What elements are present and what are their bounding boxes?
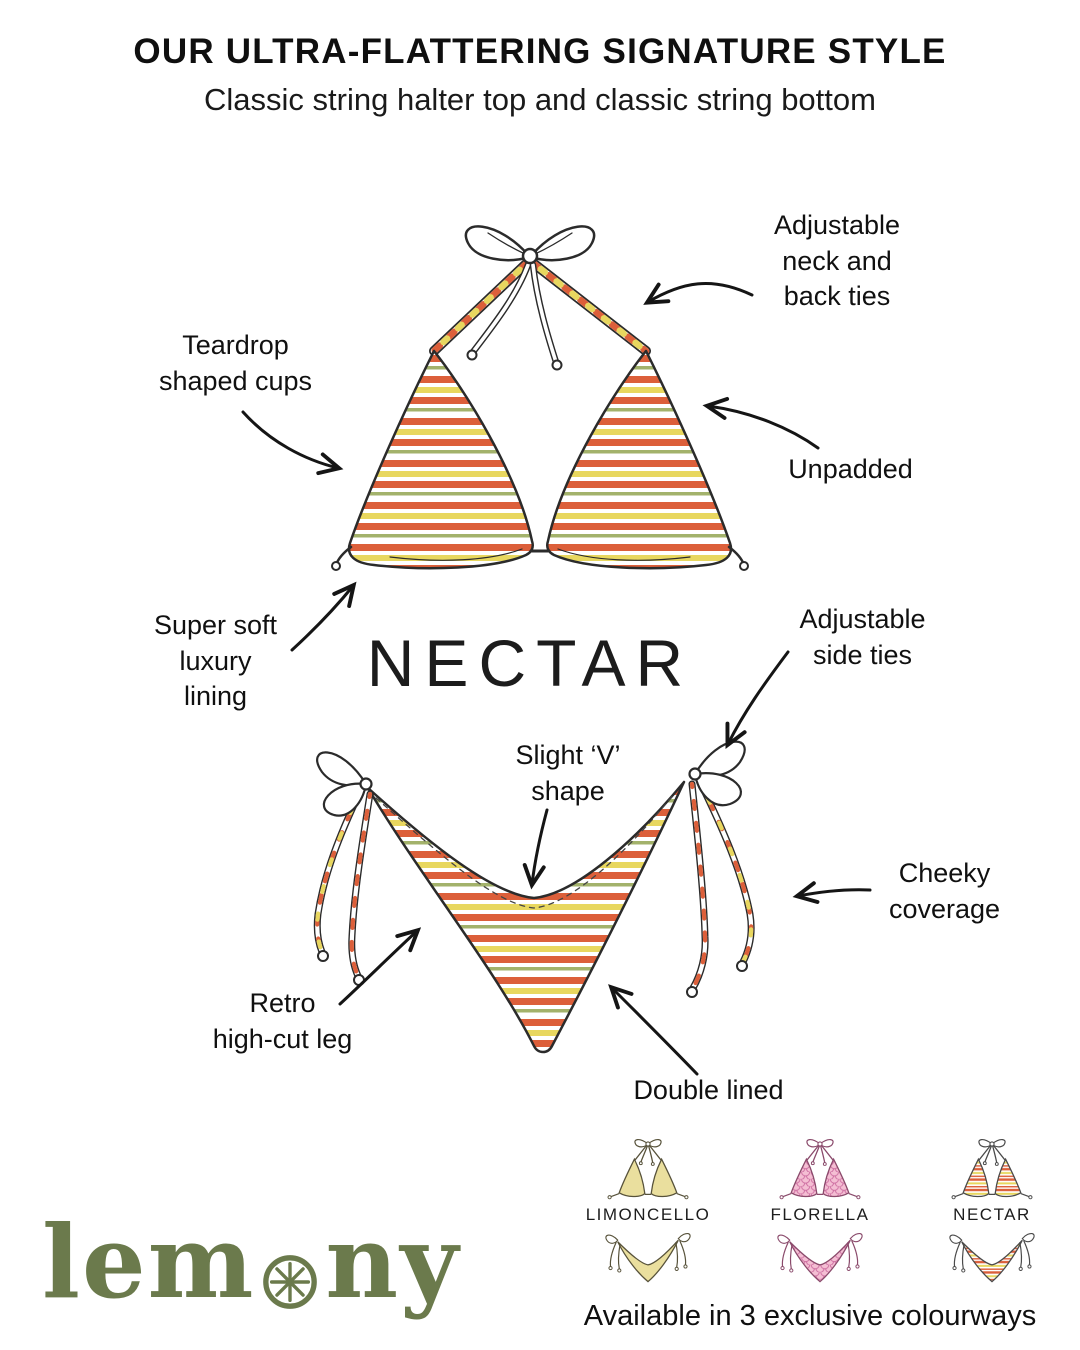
annotation-cheeky: Cheeky coverage bbox=[888, 858, 1001, 924]
colorway-limoncello: LIMONCELLO bbox=[582, 1136, 714, 1288]
waist-seam bbox=[375, 793, 675, 909]
bikini-top-illustration bbox=[331, 225, 749, 571]
product-name: NECTAR bbox=[366, 626, 694, 700]
colorway-top-icon-florella bbox=[779, 1139, 861, 1200]
bikini-bottom-illustration bbox=[313, 740, 755, 1054]
annotation-lining: Super soft luxury lining bbox=[153, 610, 278, 712]
halter-string-left bbox=[429, 258, 532, 356]
annotation-unpadded: Unpadded bbox=[788, 454, 913, 484]
colorway-top-icon-limoncello bbox=[607, 1139, 689, 1200]
annotation-side-ties: Adjustable side ties bbox=[799, 604, 926, 670]
colorways-footer: Available in 3 exclusive colourways bbox=[583, 1300, 1037, 1332]
annotation-teardrop-cups: Teardrop shaped cups bbox=[158, 330, 313, 396]
logo-text-part2: ny bbox=[325, 1203, 461, 1321]
colorway-bottom-icon-florella bbox=[777, 1233, 863, 1283]
colorway-label-florella: FLORELLA bbox=[770, 1205, 870, 1224]
bottom-panel bbox=[366, 780, 686, 1054]
colorway-florella: FLORELLA bbox=[754, 1136, 886, 1288]
arrow-teardrop-cups bbox=[241, 410, 344, 476]
colorway-bottom-icon-limoncello bbox=[605, 1233, 691, 1283]
annotation-neck-ties: Adjustable neck and back ties bbox=[773, 210, 901, 312]
lemon-slice-icon bbox=[263, 1255, 318, 1309]
annotation-double-lined: Double lined bbox=[633, 1075, 784, 1105]
page-title: OUR ULTRA-FLATTERING SIGNATURE STYLE bbox=[133, 32, 947, 71]
colorways-section: LIMONCELLO bbox=[582, 1136, 1058, 1288]
page-subtitle: Classic string halter top and classic st… bbox=[204, 82, 876, 117]
side-tie-right bbox=[686, 740, 755, 998]
annotation-v-shape: Slight ‘V’ shape bbox=[515, 740, 621, 806]
logo-text-part1: lem bbox=[42, 1203, 256, 1321]
under-band-ties bbox=[331, 545, 749, 571]
halter-string-right bbox=[528, 258, 651, 356]
neck-bow bbox=[464, 225, 596, 265]
colorway-label-limoncello: LIMONCELLO bbox=[585, 1205, 711, 1224]
brand-logo: lem ny bbox=[42, 1207, 460, 1317]
colorway-bottom-icon-nectar bbox=[949, 1233, 1035, 1283]
side-tie-left bbox=[313, 751, 374, 986]
annotation-retro-leg: Retro high-cut leg bbox=[212, 988, 353, 1054]
right-cup bbox=[546, 349, 733, 570]
colorway-top-icon-nectar bbox=[951, 1139, 1033, 1200]
colorway-nectar: NECTAR bbox=[926, 1136, 1058, 1288]
neck-tie-tails bbox=[466, 261, 563, 371]
header: OUR ULTRA-FLATTERING SIGNATURE STYLE Cla… bbox=[0, 32, 1080, 118]
left-cup bbox=[347, 349, 534, 570]
colorway-label-nectar: NECTAR bbox=[953, 1205, 1031, 1224]
